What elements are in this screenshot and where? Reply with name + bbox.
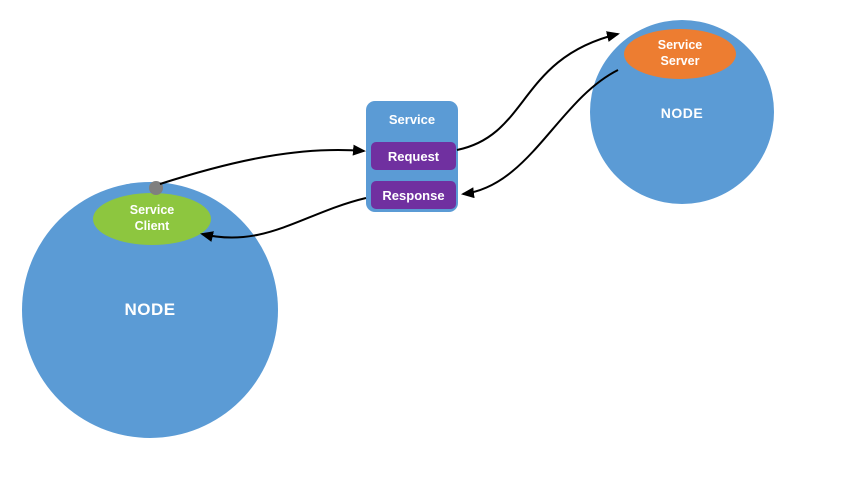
node-right-label: NODE xyxy=(660,105,704,121)
service-client-oval: Service Client xyxy=(93,193,211,245)
node-left-label: NODE xyxy=(124,300,176,319)
service-server-oval: Service Server xyxy=(624,29,736,79)
service-box: Service Request Response xyxy=(366,101,458,212)
service-server-label: Service Server xyxy=(657,38,703,68)
request-box: Request xyxy=(371,142,456,170)
arrow-client-to-request xyxy=(159,144,366,185)
connection-dot xyxy=(149,181,163,195)
response-box: Response xyxy=(371,181,456,209)
service-client-label: Service Client xyxy=(129,203,175,233)
service-box-title: Service xyxy=(388,112,436,127)
